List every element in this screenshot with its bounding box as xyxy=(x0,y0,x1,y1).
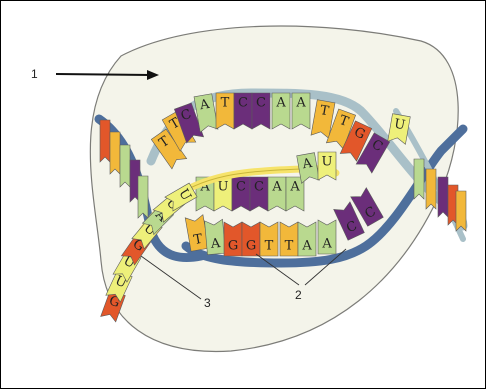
rna-base: U xyxy=(214,177,232,211)
coding-strand-base: T xyxy=(216,93,234,129)
base-letter: C xyxy=(238,96,248,111)
rna-base: C xyxy=(250,177,268,211)
base-letter: A xyxy=(209,236,221,252)
base-letter: A xyxy=(295,96,306,111)
base-letter: A xyxy=(275,96,286,111)
helix-base xyxy=(110,132,120,174)
coding-strand-base: C xyxy=(252,93,270,129)
base-letter: A xyxy=(321,237,332,252)
helix-base xyxy=(100,120,110,162)
helix-base xyxy=(456,191,466,231)
helix-base xyxy=(414,159,424,199)
helix-base xyxy=(138,176,148,218)
base-letter: T xyxy=(221,96,230,111)
base-letter: A xyxy=(271,180,282,195)
helix-base xyxy=(438,177,448,217)
base-letter: C xyxy=(256,96,266,111)
helix-base xyxy=(120,145,130,187)
coding-strand-base: A xyxy=(272,93,290,129)
label-2: 2 xyxy=(295,288,302,302)
helix-base xyxy=(426,169,436,209)
label-1: 1 xyxy=(31,67,38,81)
label-3: 3 xyxy=(204,296,211,310)
template-strand-base: G xyxy=(242,222,260,256)
rna-base: C xyxy=(232,177,250,211)
base-letter: U xyxy=(322,155,333,170)
base-letter: U xyxy=(218,180,229,195)
coding-strand-base: A xyxy=(292,93,310,129)
base-letter: G xyxy=(246,239,256,254)
template-strand-base: T xyxy=(260,222,278,256)
label-1-arrow-line xyxy=(56,74,151,75)
template-strand-base: A xyxy=(205,219,226,254)
base-letter: A xyxy=(301,239,312,254)
coding-strand-base: C xyxy=(234,93,252,129)
template-strand-base: A xyxy=(318,220,336,254)
base-letter: A xyxy=(289,180,300,195)
base-letter: C xyxy=(254,180,264,195)
base-letter: T xyxy=(265,239,274,254)
template-strand-base: G xyxy=(224,222,242,256)
rna-base: A xyxy=(268,177,286,211)
base-letter: G xyxy=(228,239,238,254)
template-strand-base: A xyxy=(298,222,316,256)
template-strand-base: T xyxy=(280,222,298,256)
base-letter: T xyxy=(285,239,294,254)
base-letter: C xyxy=(236,180,246,195)
